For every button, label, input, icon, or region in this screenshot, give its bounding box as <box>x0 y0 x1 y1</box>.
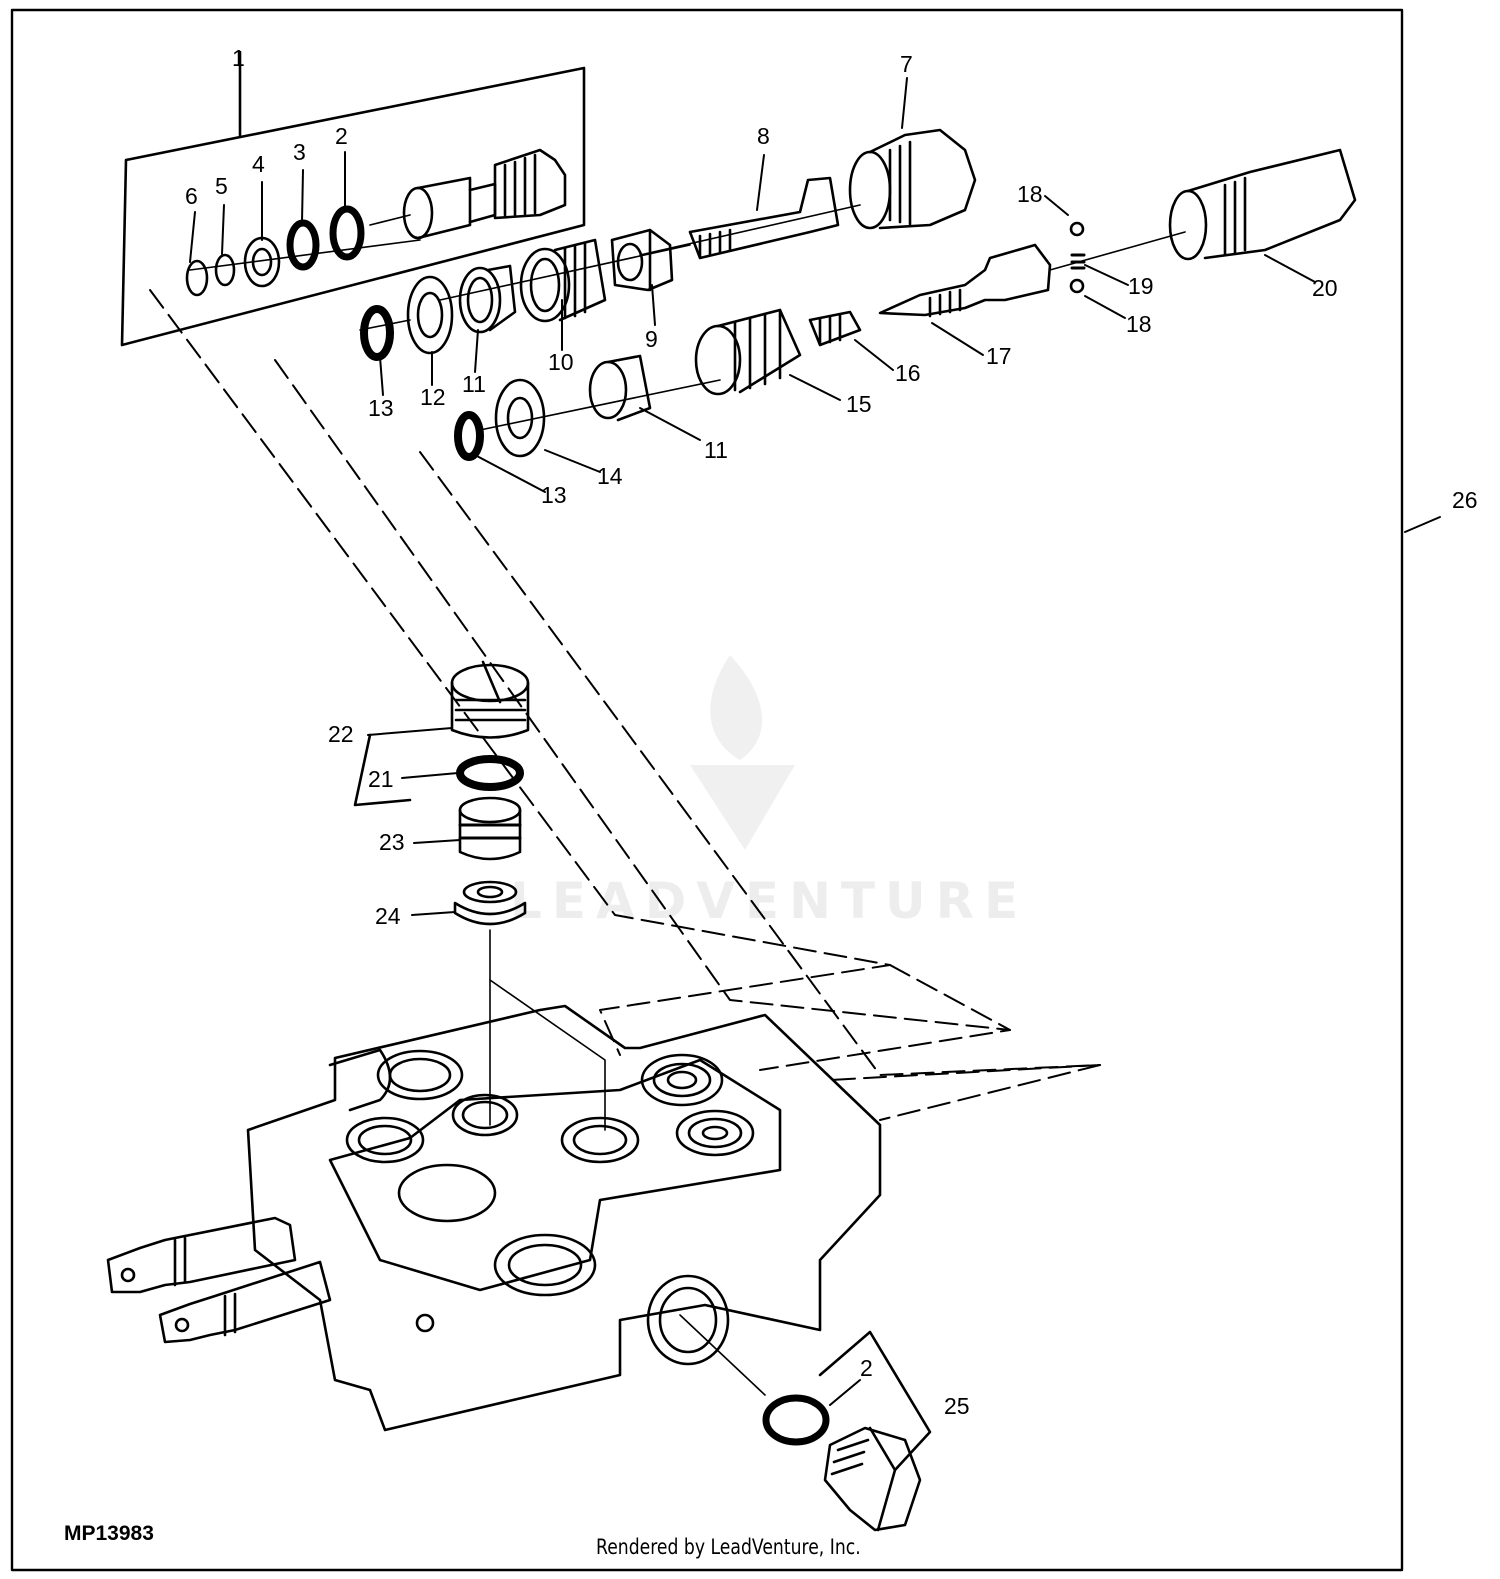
callout-8: 8 <box>757 123 770 149</box>
callout-1: 1 <box>232 45 245 71</box>
axis-lines <box>189 204 1186 1396</box>
callout-18-upper: 18 <box>1017 181 1043 207</box>
watermark-logo <box>690 655 795 850</box>
part-8-stem <box>688 176 840 260</box>
part-13-oring-upper <box>360 305 394 361</box>
part-15-spring <box>694 308 802 396</box>
part-2-oring <box>329 205 365 261</box>
figure-id: MP13983 <box>64 1522 154 1545</box>
callout-10: 10 <box>548 349 574 375</box>
callout-9: 9 <box>645 326 658 352</box>
assembly-guide-lines <box>149 289 1101 1121</box>
part-7-cap <box>848 128 977 230</box>
part-2-oring-lower <box>762 1394 830 1446</box>
callout-5: 5 <box>215 173 228 199</box>
callout-6: 6 <box>185 183 198 209</box>
callout-4: 4 <box>252 151 265 177</box>
callout-24: 24 <box>375 903 401 929</box>
part-1-valve-plug <box>402 148 567 240</box>
diagram-border <box>10 8 1404 1572</box>
valve-spool-lower <box>158 1260 332 1344</box>
render-credit: Rendered by LeadVenture, Inc. <box>596 1535 861 1559</box>
part-13-oring-lower <box>454 411 484 461</box>
part-18-ball-upper <box>1069 221 1085 237</box>
callout-26: 26 <box>1452 487 1478 513</box>
part-22-plug <box>450 660 530 739</box>
callout-labels: 1 2 3 4 5 6 7 8 9 10 11 11 12 13 13 14 1… <box>185 45 1478 1419</box>
callout-7: 7 <box>900 51 913 77</box>
callout-17: 17 <box>986 343 1012 369</box>
kit-1-panel <box>120 50 586 347</box>
callout-11-lower: 11 <box>704 437 728 463</box>
callout-11-upper: 11 <box>462 371 486 397</box>
part-24-seat <box>453 880 527 926</box>
callout-21: 21 <box>368 766 394 792</box>
part-17-poppet <box>878 243 1052 318</box>
part-25-plug <box>823 1426 922 1532</box>
callout-20: 20 <box>1312 275 1338 301</box>
callout-2-lower: 2 <box>860 1355 873 1381</box>
callout-22: 22 <box>328 721 354 747</box>
bracket-22 <box>353 733 412 807</box>
callout-2: 2 <box>335 123 348 149</box>
part-11-sleeve-lower <box>588 354 652 422</box>
callout-3: 3 <box>293 139 306 165</box>
callout-13-upper: 13 <box>368 395 394 421</box>
bracket-25 <box>818 1330 932 1472</box>
callout-15: 15 <box>846 391 872 417</box>
callout-14: 14 <box>597 463 623 489</box>
part-12-washer <box>406 275 454 355</box>
callout-19: 19 <box>1128 273 1154 299</box>
watermark-text: LEADVENTURE <box>510 872 1029 930</box>
part-21-oring <box>456 755 524 791</box>
part-18-ball-lower <box>1069 278 1085 294</box>
callout-13-lower: 13 <box>541 482 567 508</box>
callout-18-lower: 18 <box>1126 311 1152 337</box>
callout-25: 25 <box>944 1393 970 1419</box>
callout-16: 16 <box>895 360 921 386</box>
part-19-shims <box>1070 253 1086 270</box>
callout-23: 23 <box>379 829 405 855</box>
part-6-oring <box>185 259 209 297</box>
valve-spool-upper <box>106 1216 297 1294</box>
part-20-fitting <box>1168 148 1357 261</box>
part-9-nut <box>610 228 674 292</box>
callout-12: 12 <box>420 384 446 410</box>
part-23-spacer <box>458 796 522 861</box>
valve-housing <box>246 1004 882 1432</box>
part-16-spring <box>808 310 862 347</box>
part-11-sleeve-upper <box>458 264 517 334</box>
part-10-spring-seat <box>519 238 607 323</box>
part-5-oring <box>214 253 236 287</box>
leader-lines <box>189 77 1441 1406</box>
part-3-backup-ring <box>286 219 320 271</box>
part-14-washer <box>494 378 546 458</box>
